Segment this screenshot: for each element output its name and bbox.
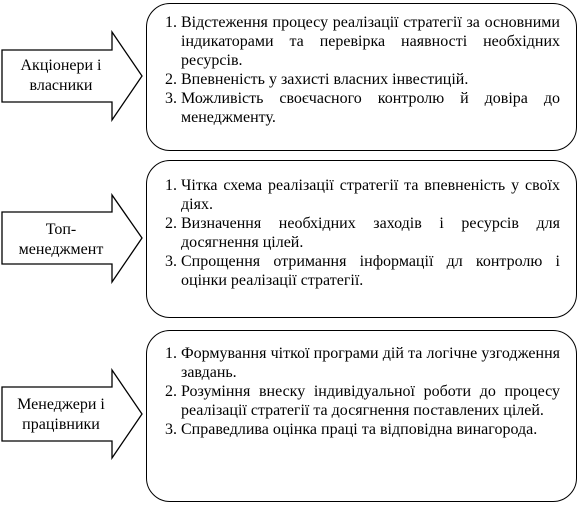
benefit-item: 2. Визначення необхідних заходів і ресур… <box>165 214 560 252</box>
item-number: 2. <box>165 71 177 88</box>
item-text: Чітка схема реалізації стратегії та впев… <box>181 177 560 213</box>
actor-label-managers: Менеджери і працівники <box>17 396 105 433</box>
benefits-panel-top-management: 1. Чітка схема реалізації стратегії та в… <box>146 160 577 318</box>
item-text: Впевненість у захисті власних інвестицій… <box>181 71 469 88</box>
benefits-panel-shareholders: 1. Відстеження процесу реалізації страте… <box>146 3 577 151</box>
item-number: 3. <box>165 253 177 270</box>
item-text: Визначення необхідних заходів і ресурсів… <box>181 215 560 251</box>
benefit-item: 2. Розуміння внеску індивідуальної робот… <box>165 382 560 420</box>
actor-label-top-management: Топ- менеджмент <box>18 221 104 258</box>
item-number: 2. <box>165 215 177 232</box>
item-text: Формування чіткої програми дій та логічн… <box>181 345 560 381</box>
item-text: Розуміння внеску індивідуальної роботи д… <box>181 383 560 419</box>
actor-label-shareholders: Акціонери і власники <box>20 57 102 94</box>
item-number: 3. <box>165 90 177 107</box>
benefits-list: 1. Відстеження процесу реалізації страте… <box>165 13 560 127</box>
benefit-item: 3. Справедлива оцінка праці та відповідн… <box>165 420 560 439</box>
benefits-panel-managers: 1. Формування чіткої програми дій та лог… <box>146 330 577 502</box>
benefit-item: 3. Можливість своєчасного контролю й дов… <box>165 89 560 127</box>
block-arrow-shareholders <box>1 29 143 123</box>
benefits-list: 1. Чітка схема реалізації стратегії та в… <box>165 176 560 290</box>
benefit-item: 2. Впевненість у захисті власних інвести… <box>165 70 560 89</box>
item-number: 1. <box>165 14 177 31</box>
benefit-item: 1. Відстеження процесу реалізації страте… <box>165 13 560 70</box>
item-text: Відстеження процесу реалізації стратегії… <box>181 14 560 69</box>
block-arrow-top-management <box>1 192 143 285</box>
item-number: 2. <box>165 383 177 400</box>
item-number: 3. <box>165 421 177 438</box>
benefit-item: 3. Спрощення отримання інформації дл кон… <box>165 252 560 290</box>
block-arrow-managers <box>1 367 143 461</box>
item-text: Справедлива оцінка праці та відповідна в… <box>181 421 538 438</box>
benefit-item: 1. Формування чіткої програми дій та лог… <box>165 344 560 382</box>
benefit-item: 1. Чітка схема реалізації стратегії та в… <box>165 176 560 214</box>
item-number: 1. <box>165 345 177 362</box>
item-text: Спрощення отримання інформації дл контро… <box>181 253 560 289</box>
item-text: Можливість своєчасного контролю й довіра… <box>181 90 560 126</box>
item-number: 1. <box>165 177 177 194</box>
benefits-list: 1. Формування чіткої програми дій та лог… <box>165 344 560 439</box>
